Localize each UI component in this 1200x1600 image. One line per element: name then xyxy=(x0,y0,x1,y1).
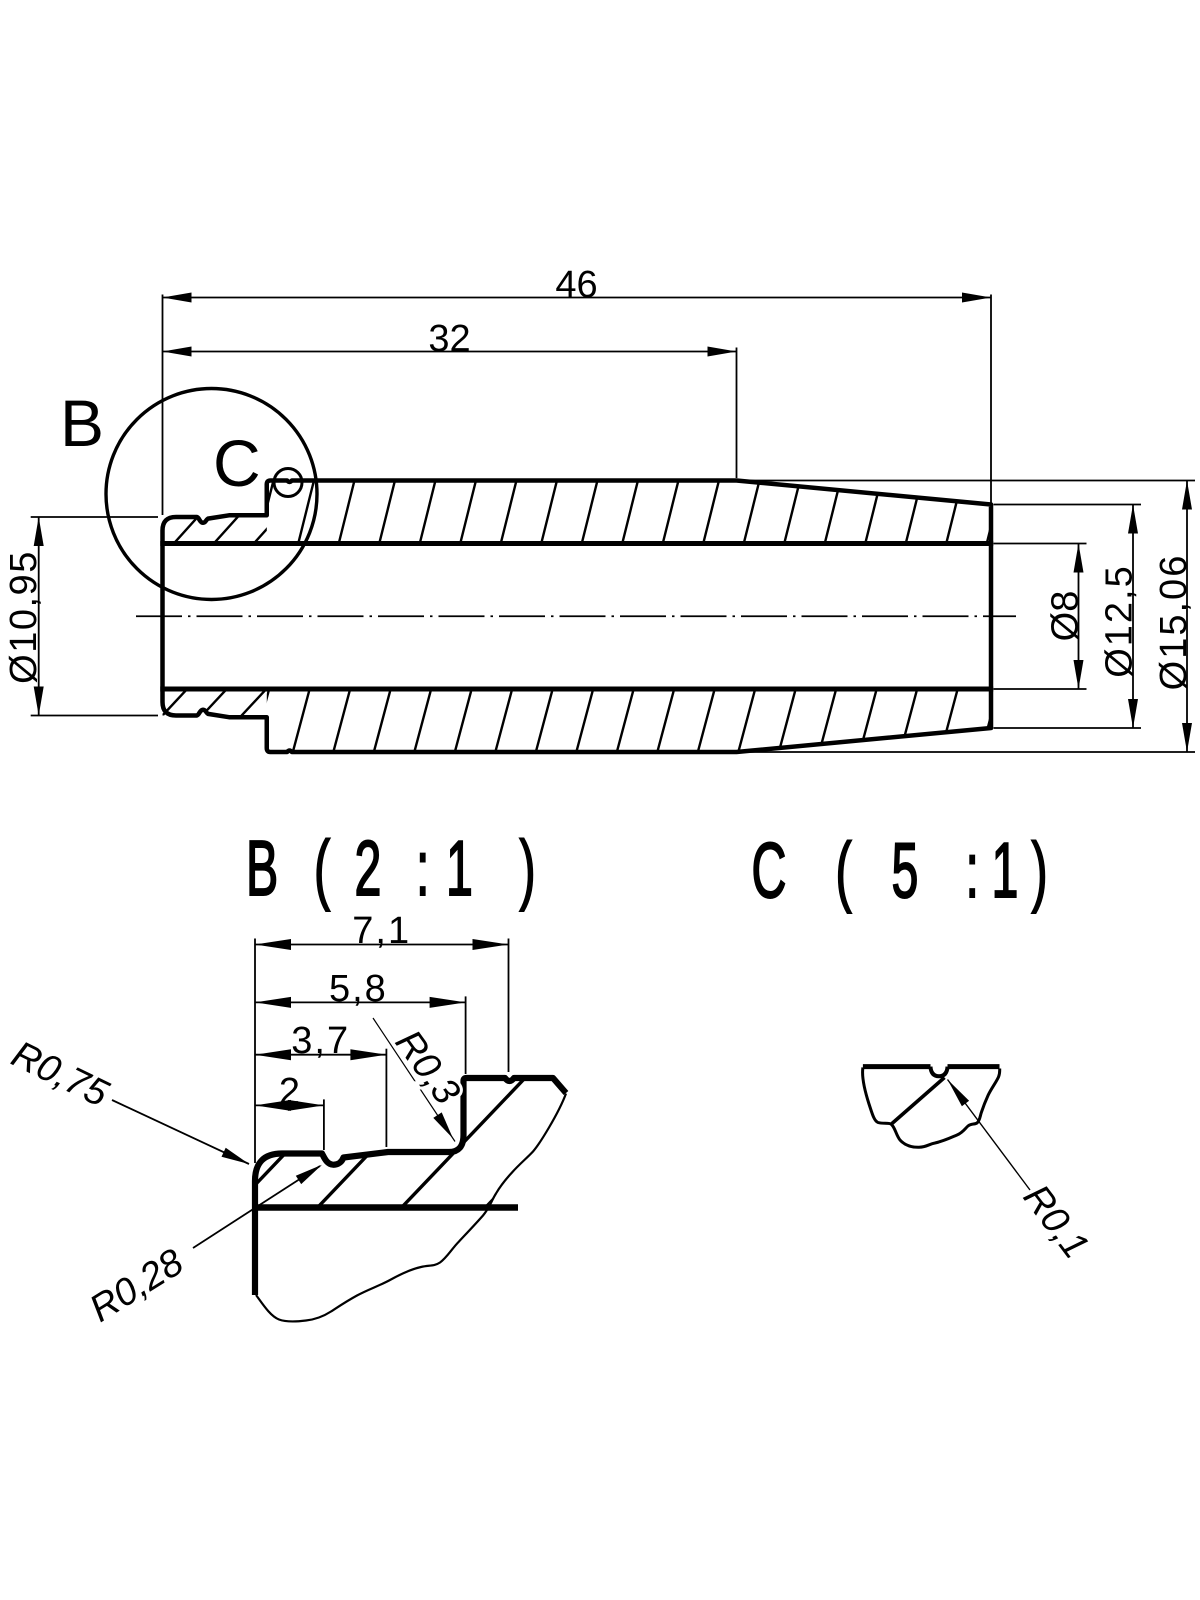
svg-text:B: B xyxy=(246,824,278,912)
svg-text:2: 2 xyxy=(355,824,382,912)
svg-text:(: ( xyxy=(836,826,852,914)
svg-text:Ø15,06: Ø15,06 xyxy=(1153,554,1195,691)
svg-text:2: 2 xyxy=(279,1071,300,1113)
svg-text:32: 32 xyxy=(428,318,470,360)
svg-text:): ) xyxy=(519,824,535,912)
svg-text:46: 46 xyxy=(555,264,597,306)
svg-text:1: 1 xyxy=(446,824,473,912)
svg-text:): ) xyxy=(1031,826,1047,914)
svg-text::: : xyxy=(416,824,429,912)
svg-text:5,8: 5,8 xyxy=(329,968,388,1010)
svg-text:(: ( xyxy=(314,824,330,912)
svg-text:1: 1 xyxy=(992,826,1019,914)
svg-text:C: C xyxy=(752,826,787,914)
svg-text:Ø10,95: Ø10,95 xyxy=(3,550,45,684)
svg-text:Ø12,5: Ø12,5 xyxy=(1099,564,1141,678)
svg-text::: : xyxy=(966,826,979,914)
svg-text:7,1: 7,1 xyxy=(352,910,411,952)
svg-text:3,7: 3,7 xyxy=(291,1020,350,1062)
svg-text:5: 5 xyxy=(891,826,918,914)
svg-text:Ø8: Ø8 xyxy=(1045,591,1087,642)
svg-text:C: C xyxy=(213,426,261,500)
svg-text:B: B xyxy=(60,386,104,460)
